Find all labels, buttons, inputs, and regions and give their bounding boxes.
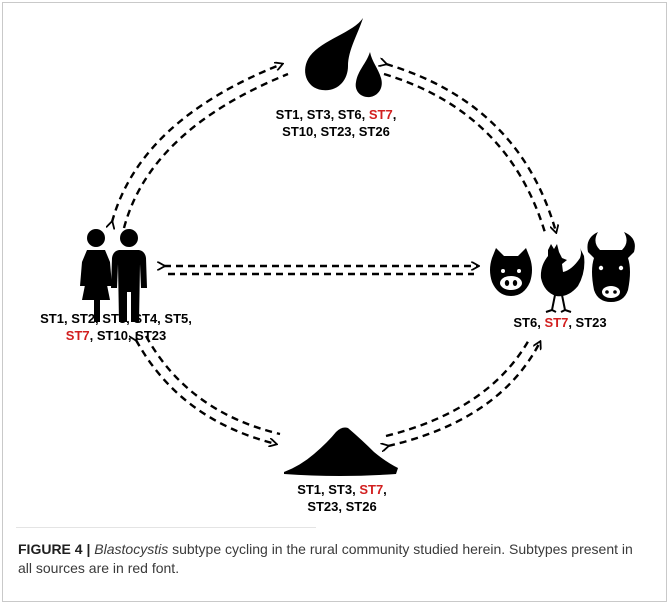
human-couple-icon	[80, 229, 147, 322]
animals-subtypes-label: ST6, ST7, ST23	[480, 314, 640, 331]
humans-subtypes-text-b: , ST10, ST23	[89, 328, 167, 343]
arrow-humans-soil-b	[144, 335, 281, 436]
animals-subtypes-text-a: ST6,	[513, 315, 545, 330]
humans-st7-highlight: ST7	[65, 328, 90, 343]
water-drops-icon	[305, 18, 382, 98]
water-subtypes-line2: ST10, ST23, ST26	[282, 124, 390, 139]
humans-subtypes-line2: ST7, ST10, ST23	[66, 328, 166, 343]
caption-text: subtype cycling in the rural community s…	[18, 541, 633, 576]
cattle-icon	[587, 232, 635, 302]
soil-subtypes-text-b: ,	[383, 482, 387, 497]
caption-genus: Blastocystis	[94, 541, 169, 557]
pig-icon	[490, 248, 532, 296]
cycle-arrows	[112, 64, 556, 446]
water-st7-highlight: ST7	[368, 107, 393, 122]
cycle-diagram	[80, 18, 635, 476]
caption-divider	[16, 527, 316, 528]
soil-subtypes-text-a: ST1, ST3,	[297, 482, 360, 497]
figure-number: FIGURE 4	[18, 541, 83, 557]
arrow-humans-water-b	[122, 72, 289, 229]
soil-subtypes-line1: ST1, ST3, ST7,	[297, 482, 387, 497]
water-subtypes-label: ST1, ST3, ST6, ST7, ST10, ST23, ST26	[236, 106, 436, 140]
arrow-soil-animals-a	[388, 342, 540, 446]
arrow-humans-water-a	[112, 64, 282, 222]
animals-subtypes-text-b: , ST23	[568, 315, 607, 330]
humans-subtypes-line1: ST1, ST2, ST3, ST4, ST5,	[40, 311, 192, 326]
soil-heap-icon	[284, 427, 398, 476]
water-subtypes-line1: ST1, ST3, ST6, ST7,	[276, 107, 397, 122]
animals-st7-highlight: ST7	[544, 315, 569, 330]
soil-subtypes-label: ST1, ST3, ST7, ST23, ST26	[262, 481, 422, 515]
arrow-humans-soil-a	[136, 340, 276, 444]
caption-separator: |	[82, 541, 95, 557]
arrow-water-animals-a	[386, 64, 556, 232]
figure-caption: FIGURE 4 | Blastocystis subtype cycling …	[18, 540, 638, 578]
humans-subtypes-label: ST1, ST2, ST3, ST4, ST5, ST7, ST10, ST23	[16, 310, 216, 344]
arrow-soil-animals-b	[385, 337, 532, 438]
chicken-icon	[540, 244, 585, 313]
arrow-water-animals-b	[383, 72, 548, 237]
soil-subtypes-line2: ST23, ST26	[307, 499, 377, 514]
water-subtypes-text-b: ,	[392, 107, 397, 122]
soil-st7-highlight: ST7	[359, 482, 384, 497]
water-subtypes-text-a: ST1, ST3, ST6,	[275, 107, 369, 122]
